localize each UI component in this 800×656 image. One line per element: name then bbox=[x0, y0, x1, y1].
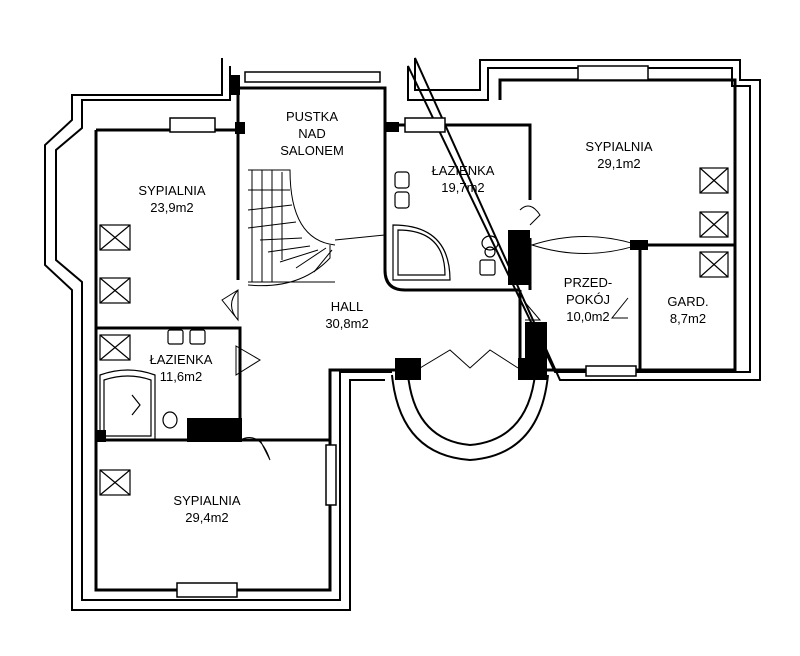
void-line2: NAD bbox=[298, 126, 326, 141]
room-name: HALL bbox=[330, 299, 364, 314]
bay-window bbox=[391, 374, 549, 462]
anteroom-line2: POKÓJ bbox=[565, 292, 611, 307]
room-name: SYPIALNIA bbox=[138, 183, 206, 198]
doors bbox=[221, 205, 640, 461]
anteroom-line1: PRZED- bbox=[563, 275, 613, 290]
bedroom-top-left-label: SYPIALNIA 23,9m2 bbox=[138, 182, 205, 216]
windows bbox=[169, 65, 649, 598]
room-area: 11,6m2 bbox=[159, 369, 203, 384]
void-label: PUSTKA NAD SALONEM bbox=[280, 108, 344, 159]
room-area: 29,1m2 bbox=[597, 156, 641, 171]
wall-blocks bbox=[96, 75, 648, 442]
room-name: SYPIALNIA bbox=[173, 493, 241, 508]
wardrobe-label: GARD. 8,7m2 bbox=[667, 293, 708, 327]
room-area: 8,7m2 bbox=[669, 311, 707, 326]
outer-outline bbox=[44, 57, 761, 611]
room-name: ŁAZIENKA bbox=[431, 163, 495, 178]
staircase bbox=[247, 169, 386, 287]
skylights bbox=[99, 167, 729, 496]
bedroom-bottom-label: SYPIALNIA 29,4m2 bbox=[173, 492, 240, 526]
bathroom-left-label: ŁAZIENKA 11,6m2 bbox=[150, 351, 213, 385]
void-line1: PUSTKA bbox=[285, 109, 339, 124]
room-area: 10,0m2 bbox=[566, 309, 610, 324]
room-area: 29,4m2 bbox=[185, 510, 229, 525]
room-area: 19,7m2 bbox=[441, 180, 485, 195]
room-name: GARD. bbox=[667, 294, 709, 309]
fixtures bbox=[99, 171, 499, 441]
room-area: 30,8m2 bbox=[325, 316, 369, 331]
void-line3: SALONEM bbox=[280, 143, 344, 158]
room-name: ŁAZIENKA bbox=[149, 352, 213, 367]
hall-label: HALL 30,8m2 bbox=[325, 298, 368, 332]
room-name: SYPIALNIA bbox=[585, 139, 653, 154]
room-area: 23,9m2 bbox=[150, 200, 194, 215]
bathroom-top-label: ŁAZIENKA 19,7m2 bbox=[432, 162, 495, 196]
bedroom-top-right-label: SYPIALNIA 29,1m2 bbox=[585, 138, 652, 172]
anteroom-label: PRZED- POKÓJ 10,0m2 bbox=[564, 274, 612, 325]
